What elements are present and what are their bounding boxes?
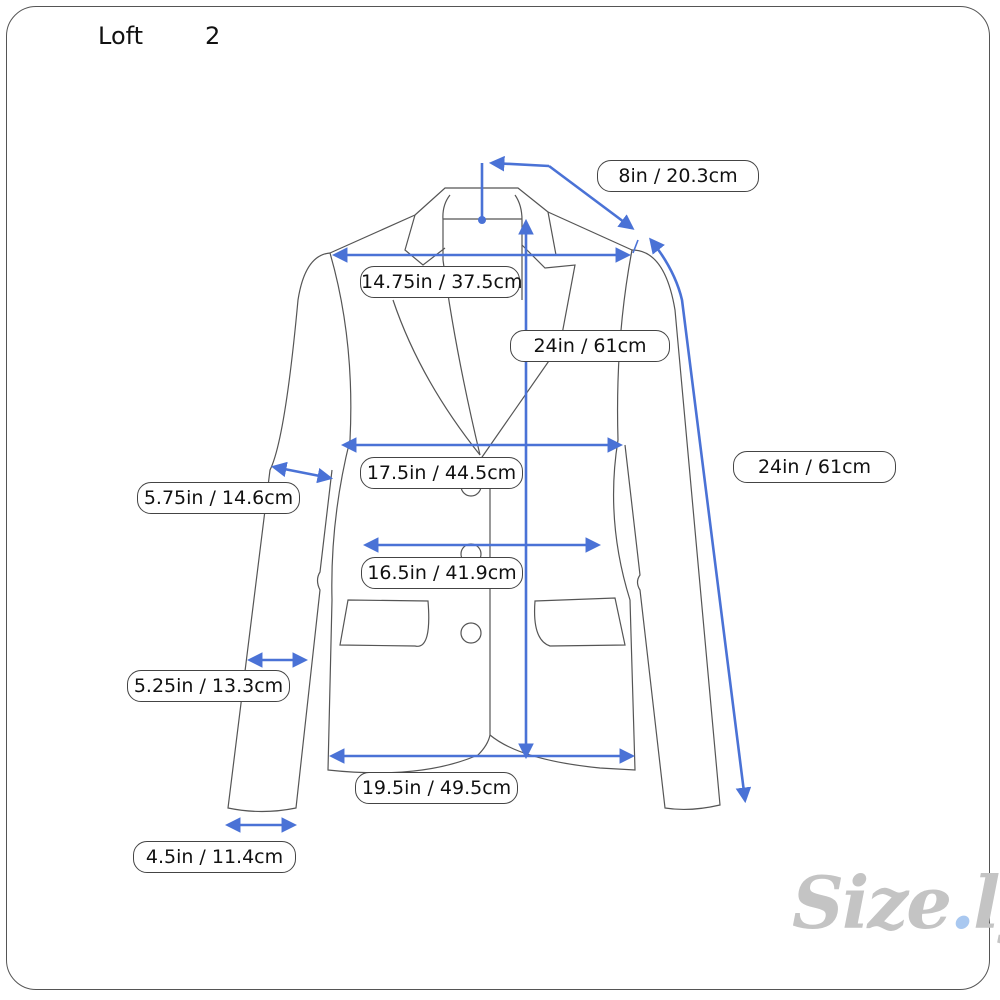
right-pocket-flap (533, 597, 626, 647)
left-pocket-flap (339, 599, 430, 647)
logo-dot: . (950, 860, 975, 945)
measure-label-shoulder-width: 14.75in / 37.5cm (360, 266, 522, 298)
left-sleeve (227, 252, 333, 813)
brand-name: Loft (98, 22, 144, 50)
measure-label-sleeve-top: 8in / 20.3cm (597, 160, 759, 192)
left-collar-point (404, 214, 446, 266)
button-bottom (460, 622, 482, 644)
left-lapel-edge (392, 299, 481, 456)
measure-label-forearm-width: 5.25in / 13.3cm (127, 670, 290, 702)
sleeve-length-line (649, 237, 752, 804)
measure-lines (224, 155, 752, 833)
sizely-logo: Size.ly (792, 860, 1000, 945)
sleeve-top-diagonal (548, 164, 635, 230)
sleeve-top-arrow (488, 155, 550, 172)
measure-label-cuff-width: 4.5in / 11.4cm (133, 841, 296, 873)
logo-text-end: ly (973, 860, 1000, 945)
front-left-panel (327, 252, 491, 774)
logo-text-main: Size (792, 860, 952, 945)
measure-label-bicep-width: 5.75in / 14.6cm (137, 482, 300, 514)
size-label: 2 (205, 22, 221, 50)
measure-label-waist-width: 16.5in / 41.9cm (361, 557, 523, 589)
collar-inner-left (442, 194, 451, 260)
measure-dot (478, 216, 486, 224)
front-right-panel (489, 249, 636, 771)
bicep-width-line (270, 461, 334, 484)
left-shoulder (329, 214, 416, 254)
right-shoulder (547, 211, 633, 251)
measure-label-sleeve-length: 24in / 61cm (733, 451, 896, 483)
measure-label-body-length: 24in / 61cm (510, 330, 670, 362)
measure-label-chest-width: 17.5in / 44.5cm (360, 457, 523, 489)
measure-label-hem-width: 19.5in / 49.5cm (355, 772, 518, 804)
shoulder-tick (632, 239, 639, 254)
collar-outline (414, 187, 557, 256)
